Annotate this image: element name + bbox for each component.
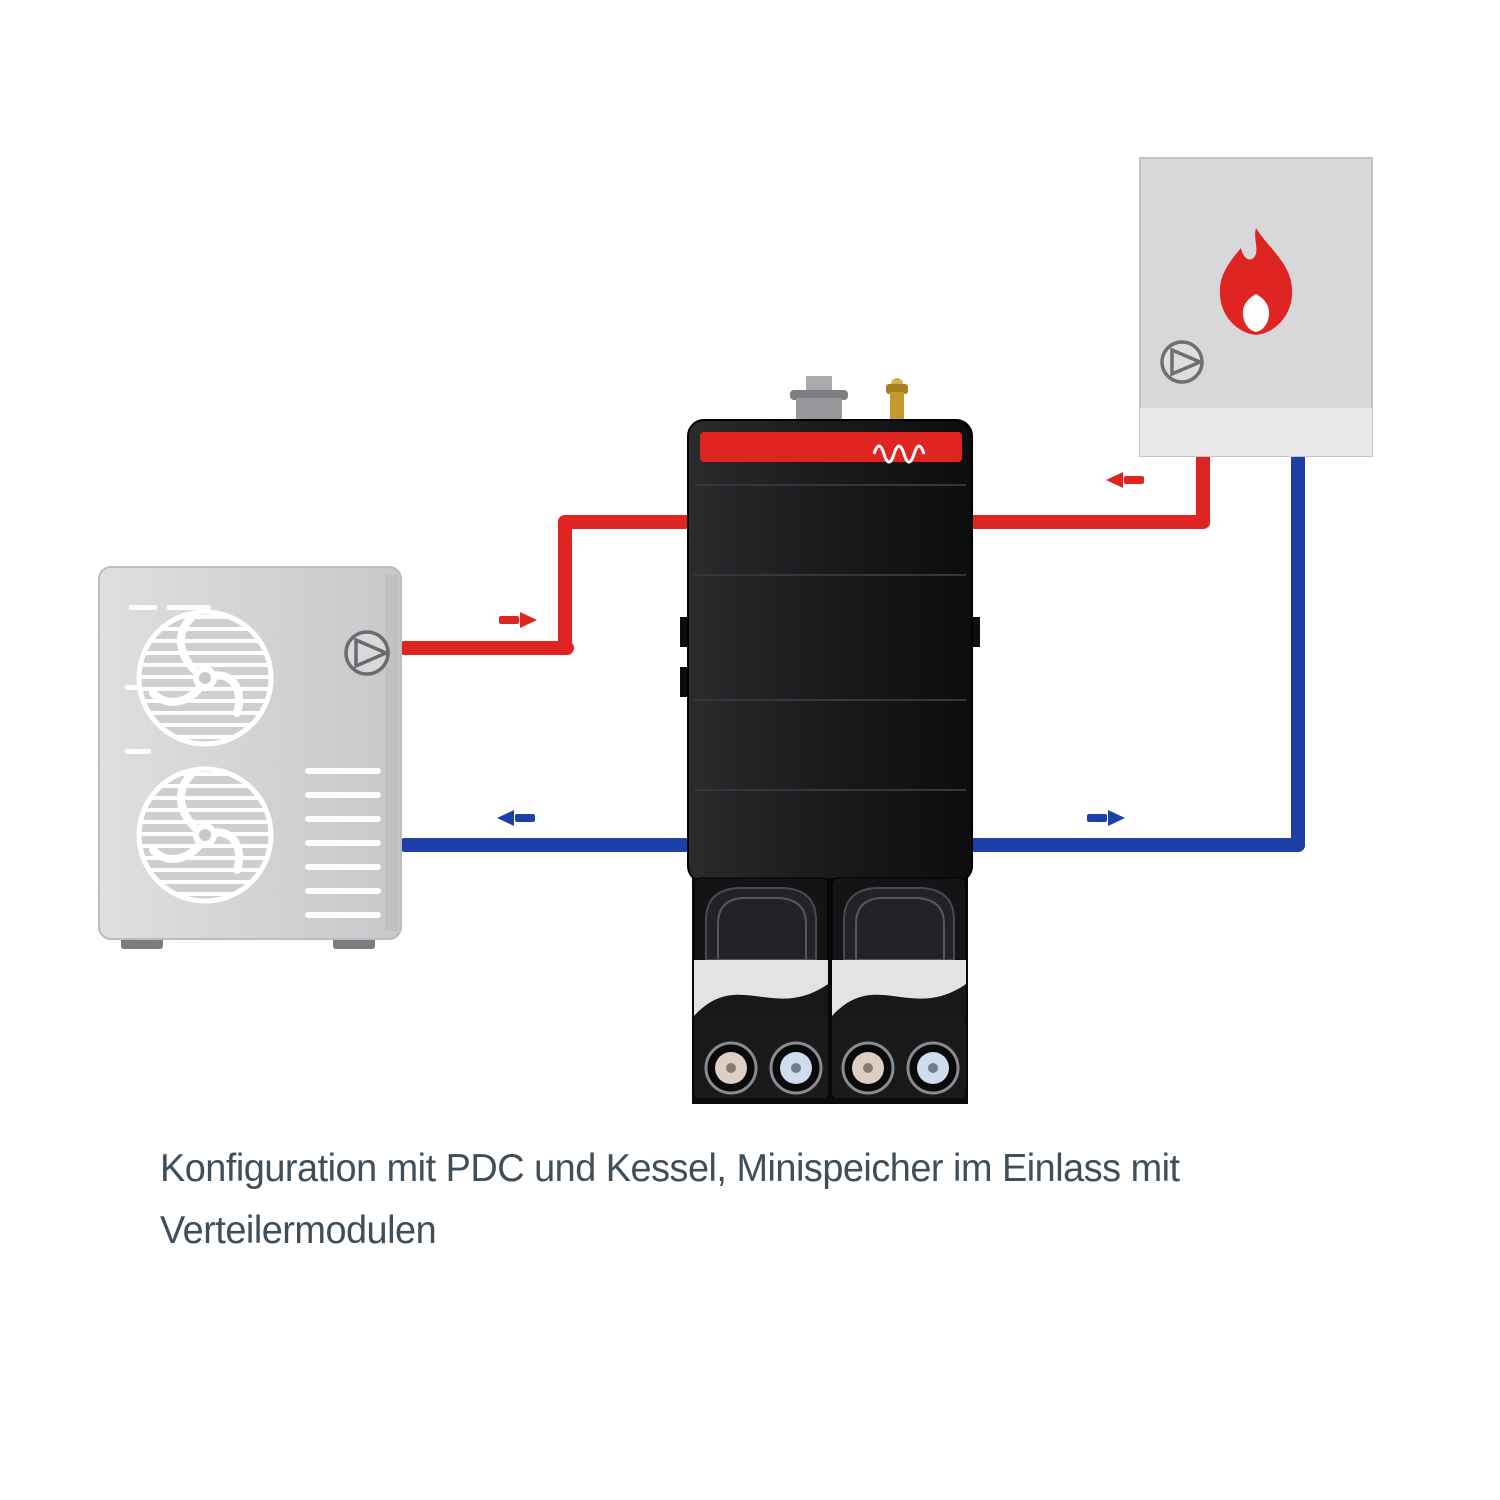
pipe-cold-tank-to-heatpump [398, 838, 703, 852]
flow-arrow-icon [497, 810, 537, 826]
brand-logo-icon [872, 444, 926, 464]
mounting-tab [680, 617, 690, 647]
distribution-module-left [693, 877, 829, 1101]
flame-icon [1219, 228, 1293, 335]
caption-line-2: Verteilermodulen [160, 1209, 437, 1252]
heat-pump-side-edge [385, 575, 398, 931]
pipe-hot-into-tank-left [558, 515, 703, 529]
flow-arrow-icon [1106, 472, 1146, 488]
mounting-tab [970, 617, 980, 647]
gauge-icon [704, 1041, 758, 1095]
tank-body [687, 419, 973, 883]
gauge-icon [769, 1041, 823, 1095]
mounting-tab [680, 667, 690, 697]
flow-arrow-icon [1085, 810, 1125, 826]
boiler-bottom-band [1140, 408, 1372, 456]
pipe-hot-riser-boiler [1196, 443, 1210, 529]
brand-band [700, 432, 962, 462]
caption-line-1: Konfiguration mit PDC und Kessel, Minisp… [160, 1147, 1180, 1190]
fan-grille-icon [136, 609, 274, 747]
heat-pump-louvers [305, 768, 381, 918]
pipe-hot-riser-left [558, 515, 572, 655]
tank-panel-seams [694, 484, 966, 791]
gauge-icon [906, 1041, 960, 1095]
pipe-hot-tank-to-boiler [958, 515, 1210, 529]
pump-icon [1160, 340, 1205, 384]
air-vent-fitting [790, 376, 848, 422]
safety-valve-fitting [886, 378, 908, 422]
gauge-icon [841, 1041, 895, 1095]
pipe-cold-riser-boiler [1291, 443, 1305, 852]
mini-buffer-tank-unit [680, 376, 980, 1104]
pump-icon [344, 630, 391, 676]
distribution-modules [692, 877, 968, 1104]
distribution-module-right [831, 877, 967, 1101]
boiler-unit [1139, 157, 1373, 457]
flow-arrow-icon [497, 612, 537, 628]
pipe-hot-heatpump-out [398, 641, 574, 655]
pipe-cold-tank-to-riser [958, 838, 1305, 852]
heat-pump-unit [98, 566, 402, 949]
caption: Konfiguration mit PDC und Kessel, Minisp… [160, 1138, 1266, 1262]
